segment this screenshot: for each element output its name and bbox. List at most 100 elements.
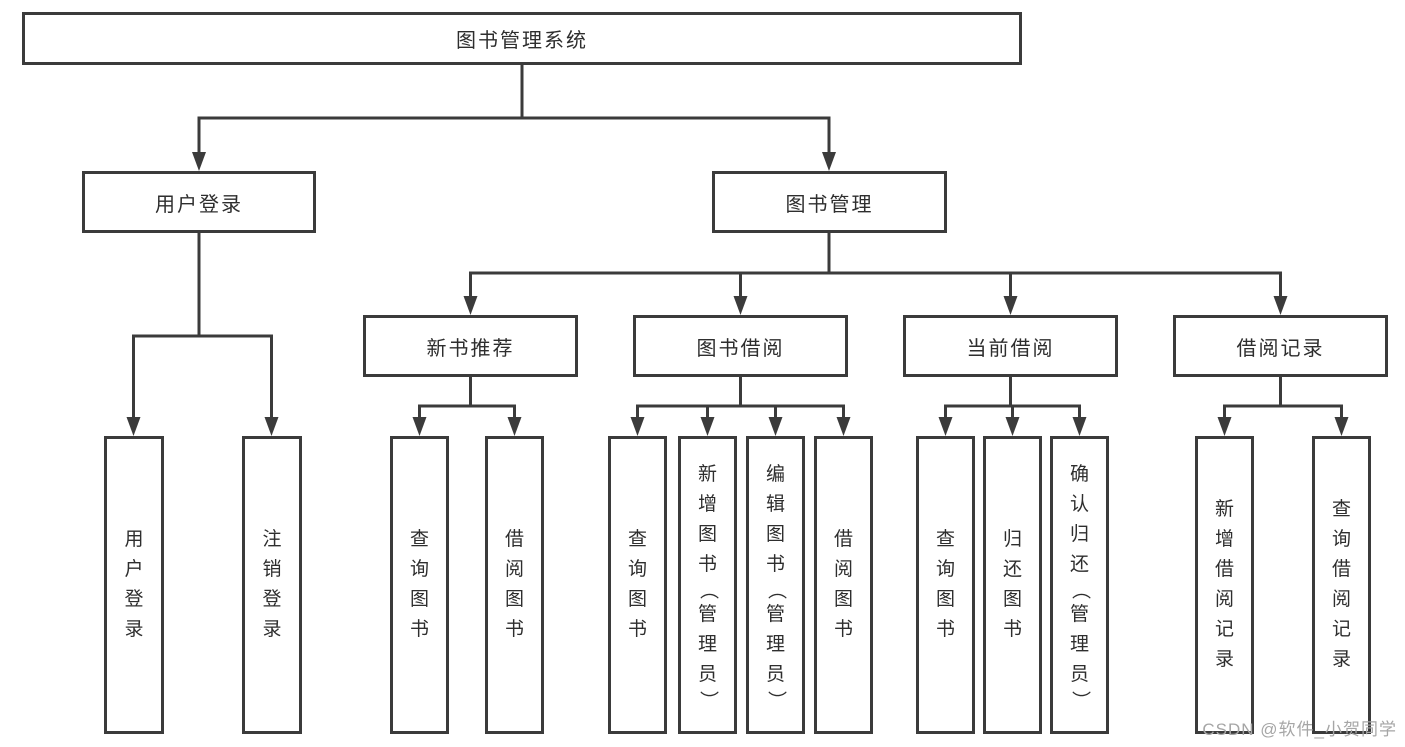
vertical-char: 借 — [1331, 559, 1351, 580]
vertical-char: 登 — [262, 589, 282, 610]
vertical-char: 图 — [1002, 589, 1022, 610]
vertical-char: 还 — [1002, 559, 1022, 580]
vertical-char: 员 — [1069, 664, 1089, 685]
arrowhead-icon — [733, 296, 748, 315]
vertical-char: 辑 — [765, 494, 785, 515]
leaf-confirm-return-admin: 确认归还（管理员） — [1050, 436, 1109, 734]
leaf-add-books-admin: 新增图书（管理员） — [678, 436, 737, 734]
node-label: 图书管理系统 — [456, 30, 588, 52]
vertical-char: 认 — [1069, 494, 1089, 515]
vertical-char: 书 — [627, 619, 647, 640]
vertical-char: （ — [765, 580, 787, 600]
node-label: 新书推荐 — [426, 337, 515, 360]
leaf-logout: 注销登录 — [242, 436, 302, 734]
vertical-char: 记 — [1214, 619, 1234, 640]
arrowhead-icon — [192, 152, 206, 171]
vertical-char: 图 — [627, 589, 647, 610]
node-book-borrowing: 图书借阅 — [633, 315, 848, 377]
vertical-char: 查 — [627, 529, 647, 550]
vertical-char: 图 — [409, 589, 429, 610]
vertical-char: 理 — [697, 634, 717, 655]
vertical-char: 管 — [1069, 604, 1089, 625]
vertical-char: 销 — [262, 559, 282, 580]
vertical-char: 还 — [1069, 554, 1089, 575]
csdn-watermark: CSDN @软件_小贺同学 — [1202, 720, 1397, 739]
vertical-char: 借 — [1214, 559, 1234, 580]
node-label: 借阅记录 — [1236, 337, 1325, 360]
vertical-char: 员 — [765, 664, 785, 685]
node-book-management: 图书管理 — [712, 171, 947, 233]
node-user-login: 用户登录 — [82, 171, 316, 233]
vertical-char: 阅 — [1214, 589, 1234, 610]
arrowhead-icon — [1005, 417, 1020, 436]
vertical-char: 借 — [833, 529, 853, 550]
node-label: 图书管理 — [785, 193, 874, 216]
node-library-system: 图书管理系统 — [22, 12, 1022, 65]
vertical-char: 编 — [765, 464, 785, 485]
node-label: 当前借阅 — [966, 337, 1055, 360]
vertical-char: 阅 — [504, 559, 524, 580]
vertical-char: 书 — [935, 619, 955, 640]
arrowhead-icon — [938, 417, 953, 436]
vertical-char: 记 — [1331, 619, 1351, 640]
leaf-query-books-current: 查询图书 — [916, 436, 975, 734]
vertical-char: 用 — [124, 529, 144, 550]
arrowhead-icon — [822, 152, 836, 171]
vertical-char: 阅 — [833, 559, 853, 580]
vertical-char: 录 — [262, 619, 282, 640]
arrowhead-icon — [264, 417, 279, 436]
vertical-char: 新 — [697, 464, 717, 485]
vertical-char: 查 — [1331, 499, 1351, 520]
vertical-char: 查 — [935, 529, 955, 550]
vertical-char: 书 — [1002, 619, 1022, 640]
arrowhead-icon — [507, 417, 522, 436]
arrowhead-icon — [1217, 417, 1232, 436]
vertical-char: 询 — [409, 559, 429, 580]
vertical-char: 录 — [124, 619, 144, 640]
node-current-borrowing: 当前借阅 — [903, 315, 1118, 377]
vertical-char: 借 — [504, 529, 524, 550]
vertical-char: 询 — [935, 559, 955, 580]
vertical-char: 录 — [1214, 649, 1234, 670]
leaf-borrow-books-borrowing: 借阅图书 — [814, 436, 873, 734]
arrowhead-icon — [700, 417, 715, 436]
vertical-char: 登 — [124, 589, 144, 610]
leaf-borrow-books-recommend: 借阅图书 — [485, 436, 544, 734]
vertical-char: 理 — [1069, 634, 1089, 655]
vertical-char: 书 — [697, 554, 717, 575]
vertical-char: ） — [697, 690, 719, 710]
vertical-char: 图 — [833, 589, 853, 610]
arrowhead-icon — [836, 417, 851, 436]
leaf-user-login: 用户登录 — [104, 436, 164, 734]
vertical-char: 确 — [1069, 464, 1089, 485]
leaf-query-books-borrowing: 查询图书 — [608, 436, 667, 734]
leaf-add-borrow-record: 新增借阅记录 — [1195, 436, 1254, 734]
vertical-char: 阅 — [1331, 589, 1351, 610]
vertical-char: 新 — [1214, 499, 1234, 520]
vertical-char: 图 — [697, 524, 717, 545]
vertical-char: 查 — [409, 529, 429, 550]
vertical-char: 图 — [504, 589, 524, 610]
node-label: 图书借阅 — [696, 337, 785, 360]
arrowhead-icon — [1003, 296, 1018, 315]
vertical-char: 录 — [1331, 649, 1351, 670]
node-new-book-recommend: 新书推荐 — [363, 315, 578, 377]
vertical-char: 书 — [765, 554, 785, 575]
vertical-char: 员 — [697, 664, 717, 685]
vertical-char: ） — [765, 690, 787, 710]
arrowhead-icon — [1072, 417, 1087, 436]
vertical-char: 书 — [833, 619, 853, 640]
vertical-char: 理 — [765, 634, 785, 655]
vertical-char: 询 — [627, 559, 647, 580]
arrowhead-icon — [768, 417, 783, 436]
arrowhead-icon — [463, 296, 478, 315]
leaf-return-books: 归还图书 — [983, 436, 1042, 734]
leaf-query-borrow-record: 查询借阅记录 — [1312, 436, 1371, 734]
vertical-char: （ — [1069, 580, 1091, 600]
vertical-char: 注 — [262, 529, 282, 550]
vertical-char: 归 — [1069, 524, 1089, 545]
vertical-char: 归 — [1002, 529, 1022, 550]
arrowhead-icon — [1273, 296, 1288, 315]
